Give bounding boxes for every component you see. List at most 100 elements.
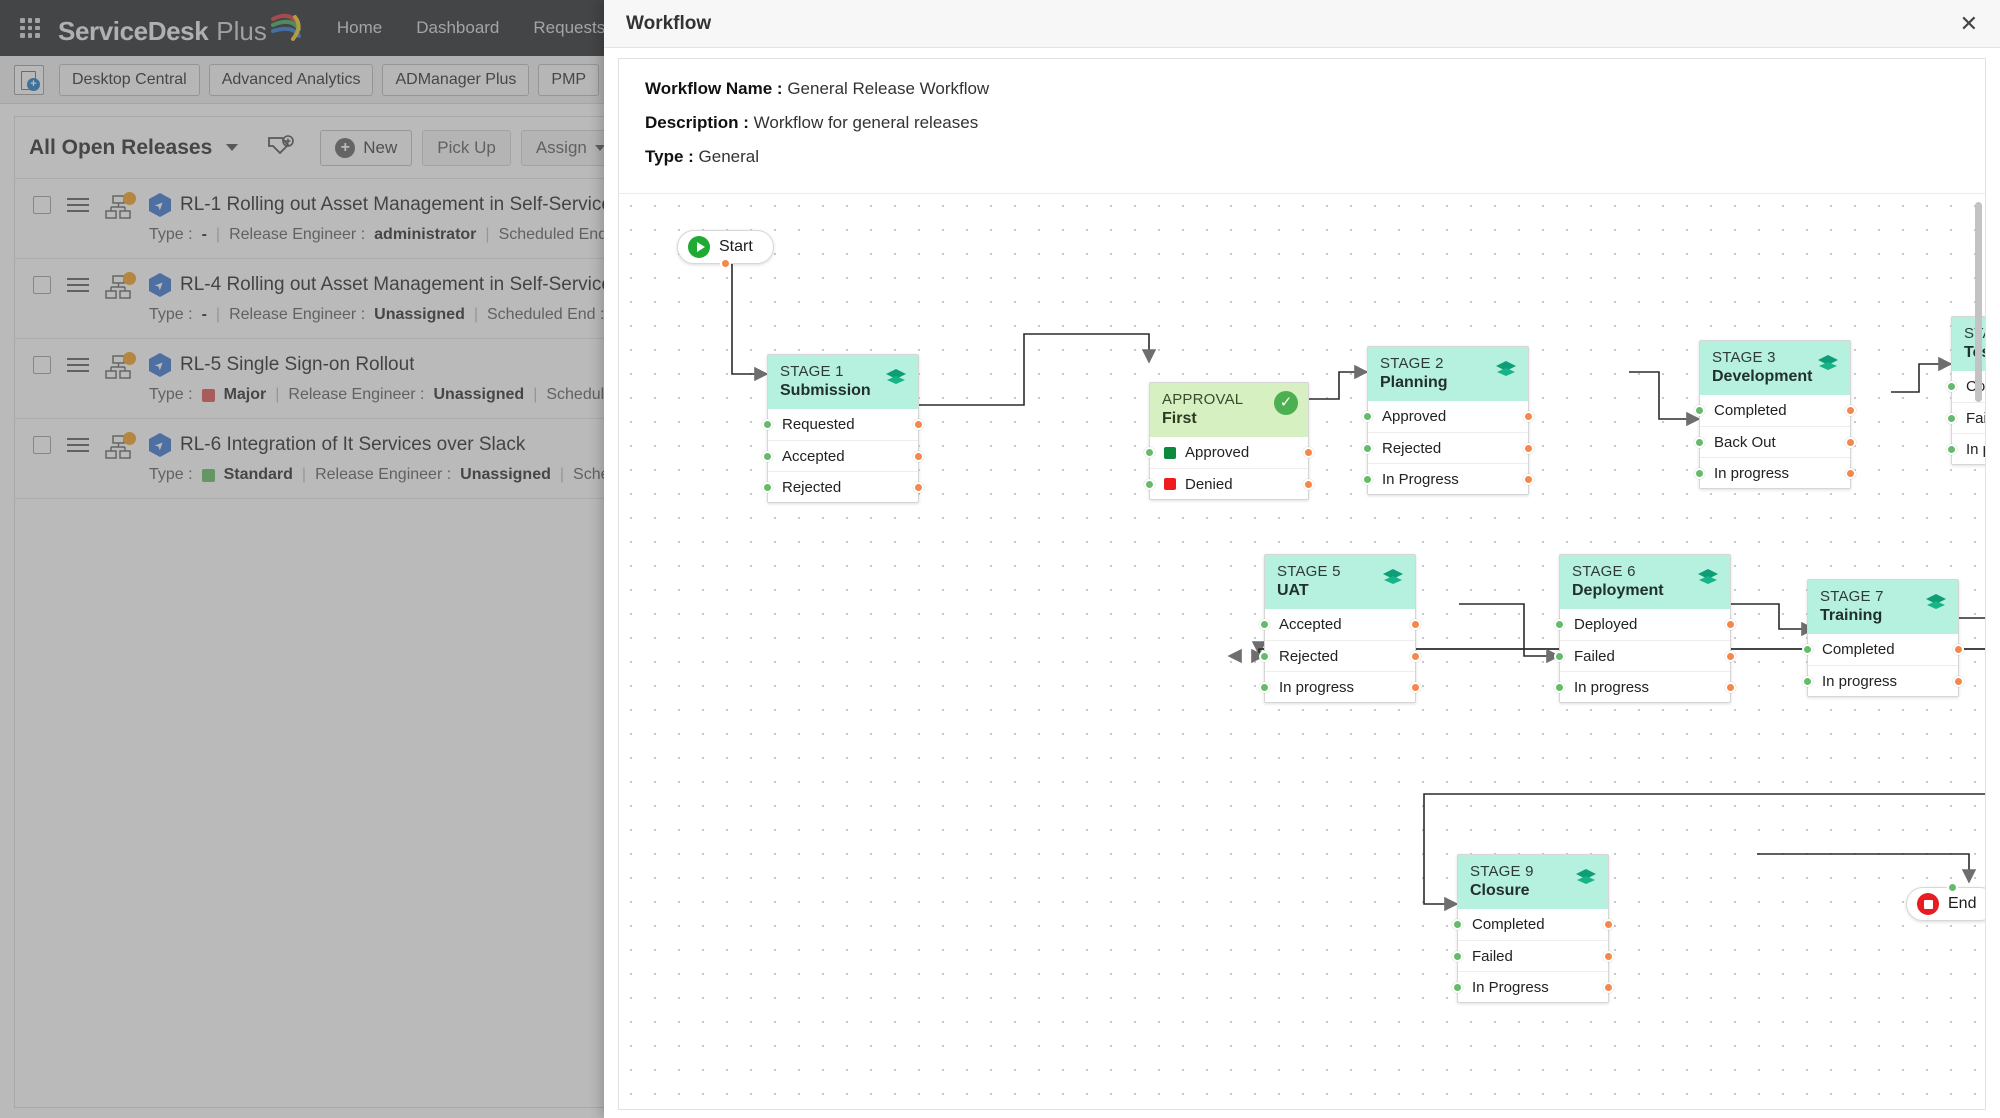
row-out-port[interactable]: [1845, 437, 1856, 448]
row-in-port[interactable]: [1362, 443, 1373, 454]
view-selector-label[interactable]: All Open Releases: [29, 135, 213, 159]
row-in-port[interactable]: [762, 451, 773, 462]
node-status-row[interactable]: Failed: [1452, 940, 1614, 971]
row-out-port[interactable]: [913, 482, 924, 493]
node-status-row[interactable]: Rejected: [762, 471, 924, 502]
row-out-port[interactable]: [1410, 619, 1421, 630]
row-in-port[interactable]: [762, 482, 773, 493]
row-checkbox[interactable]: [33, 356, 51, 374]
node-status-row[interactable]: Failed: [1554, 640, 1736, 671]
row-in-port[interactable]: [1452, 951, 1463, 962]
row-in-port[interactable]: [1259, 682, 1270, 693]
row-out-port[interactable]: [1603, 982, 1614, 993]
node-status-row[interactable]: In Progress: [1452, 971, 1614, 1002]
nav-item-requests[interactable]: Requests: [533, 18, 606, 37]
pick-up-button[interactable]: Pick Up: [422, 129, 511, 166]
row-in-port[interactable]: [1946, 444, 1957, 455]
row-out-port[interactable]: [1845, 405, 1856, 416]
row-in-port[interactable]: [1452, 982, 1463, 993]
new-release-button[interactable]: + New: [320, 129, 413, 166]
chevron-down-icon[interactable]: [226, 144, 239, 151]
row-out-port[interactable]: [1523, 474, 1534, 485]
release-list-item[interactable]: RL-1 Rolling out Asset Management in Sel…: [15, 179, 1213, 259]
row-checkbox[interactable]: [33, 276, 51, 294]
node-status-row[interactable]: Denied: [1144, 468, 1314, 499]
node-status-row[interactable]: In progress: [1946, 433, 1985, 464]
tag-filter-icon[interactable]: [266, 134, 296, 162]
row-in-port[interactable]: [1452, 919, 1463, 930]
node-status-row[interactable]: Accepted: [1259, 609, 1421, 640]
row-in-port[interactable]: [1144, 447, 1155, 458]
node-status-row[interactable]: Rejected: [1362, 432, 1534, 463]
node-status-row[interactable]: Rejected: [1259, 640, 1421, 671]
node-status-row[interactable]: Requested: [762, 409, 924, 440]
row-in-port[interactable]: [1946, 413, 1957, 424]
workflow-icon[interactable]: [105, 192, 136, 221]
row-out-port[interactable]: [1603, 951, 1614, 962]
node-status-row[interactable]: Accepted: [762, 440, 924, 471]
row-in-port[interactable]: [1362, 474, 1373, 485]
row-menu-icon[interactable]: [67, 198, 89, 216]
node-status-row[interactable]: Approved: [1362, 401, 1534, 432]
row-menu-icon[interactable]: [67, 278, 89, 296]
row-out-port[interactable]: [1410, 651, 1421, 662]
node-status-row[interactable]: In progress: [1694, 457, 1856, 488]
workflow-end-node[interactable]: End: [1906, 882, 1985, 921]
grid-apps-icon[interactable]: [20, 18, 40, 38]
product-tab-admanager-plus[interactable]: ADManager Plus: [382, 63, 530, 96]
row-in-port[interactable]: [1946, 381, 1957, 392]
release-title[interactable]: RL-6 Integration of It Services over Sla…: [180, 434, 526, 455]
node-status-row[interactable]: Deployed: [1554, 609, 1736, 640]
row-out-port[interactable]: [1303, 479, 1314, 490]
row-out-port[interactable]: [1523, 411, 1534, 422]
row-in-port[interactable]: [1259, 651, 1270, 662]
workflow-icon[interactable]: [105, 432, 136, 461]
row-in-port[interactable]: [1694, 437, 1705, 448]
row-out-port[interactable]: [1603, 919, 1614, 930]
node-status-row[interactable]: Back Out: [1694, 426, 1856, 457]
row-in-port[interactable]: [1554, 619, 1565, 630]
row-out-port[interactable]: [1845, 468, 1856, 479]
row-out-port[interactable]: [1410, 682, 1421, 693]
row-in-port[interactable]: [1554, 651, 1565, 662]
node-status-row[interactable]: In Progress: [1362, 463, 1534, 494]
row-in-port[interactable]: [1694, 468, 1705, 479]
row-menu-icon[interactable]: [67, 438, 89, 456]
node-status-row[interactable]: In progress: [1802, 665, 1964, 696]
row-in-port[interactable]: [1144, 479, 1155, 490]
node-status-row[interactable]: In progress: [1259, 671, 1421, 702]
row-out-port[interactable]: [1725, 651, 1736, 662]
node-status-row[interactable]: Completed: [1694, 395, 1856, 426]
row-in-port[interactable]: [1802, 644, 1813, 655]
row-in-port[interactable]: [1694, 405, 1705, 416]
row-in-port[interactable]: [1362, 411, 1373, 422]
row-in-port[interactable]: [1554, 682, 1565, 693]
canvas-vertical-scrollbar[interactable]: [1975, 202, 1982, 402]
row-out-port[interactable]: [913, 451, 924, 462]
row-checkbox[interactable]: [33, 196, 51, 214]
node-status-row[interactable]: Failed: [1946, 402, 1985, 433]
assign-button[interactable]: Assign: [520, 129, 620, 166]
row-in-port[interactable]: [762, 419, 773, 430]
row-out-port[interactable]: [913, 419, 924, 430]
node-status-row[interactable]: Completed: [1452, 909, 1614, 940]
row-out-port[interactable]: [1523, 443, 1534, 454]
product-tab-desktop-central[interactable]: Desktop Central: [59, 63, 200, 96]
row-checkbox[interactable]: [33, 436, 51, 454]
row-in-port[interactable]: [1259, 619, 1270, 630]
node-status-row[interactable]: Completed: [1802, 634, 1964, 665]
node-status-row[interactable]: Approved: [1144, 437, 1314, 468]
row-out-port[interactable]: [1725, 619, 1736, 630]
release-title[interactable]: RL-1 Rolling out Asset Management in Sel…: [180, 194, 647, 215]
release-title[interactable]: RL-4 Rolling out Asset Management in Sel…: [180, 274, 647, 295]
workflow-icon[interactable]: [105, 272, 136, 301]
